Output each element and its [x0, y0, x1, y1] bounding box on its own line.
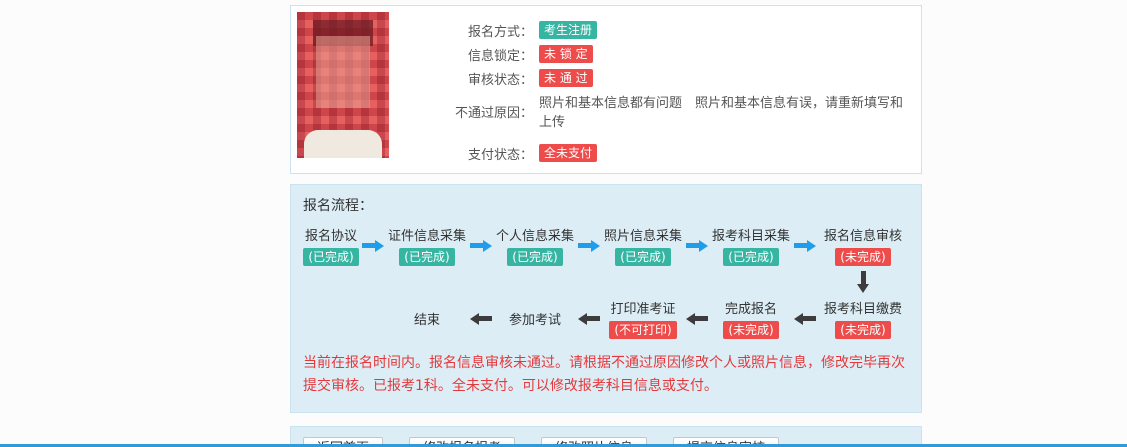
reject-reason-label: 不通过原因： — [454, 105, 533, 121]
payment-status-badge: 全未支付 — [539, 144, 598, 162]
info-lock-label: 信息锁定： — [467, 48, 533, 64]
registration-flow-panel: 报名流程： 报名协议 (已完成) 证件信息采集 (已完成) 个人信息采集 (已完… — [290, 184, 922, 414]
arrow-right-icon — [794, 239, 816, 252]
step-complete-registration: 完成报名 (未完成) — [723, 302, 779, 339]
registration-method-badge: 考生注册 — [539, 21, 598, 39]
applicant-info-panel: 报名方式： 考生注册 信息锁定： 未 锁 定 审核状态： 未 通 过 不通过原因… — [290, 5, 922, 174]
status-notice: 当前在报名时间内。报名信息审核未通过。请根据不通过原因修改个人或照片信息，修改完… — [303, 355, 905, 395]
step-status-badge: (已完成) — [399, 248, 455, 266]
info-lock-row: 信息锁定： 未 锁 定 — [423, 44, 915, 64]
step-subject-payment: 报考科目缴费 (未完成) — [823, 302, 902, 339]
flow-row-1: 报名协议 (已完成) 证件信息采集 (已完成) 个人信息采集 (已完成) 照片信… — [301, 225, 911, 266]
step-take-exam: 参加考试 — [508, 313, 561, 328]
info-lock-badge: 未 锁 定 — [539, 45, 593, 63]
step-info-review: 报名信息审核 (未完成) — [823, 229, 902, 266]
review-status-label: 审核状态： — [467, 72, 533, 88]
step-status-badge: (未完成) — [723, 321, 779, 339]
arrow-left-icon — [578, 312, 600, 325]
grid-spacer — [331, 318, 332, 319]
reject-reason-text: 照片和基本信息都有问题 照片和基本信息有误，请重新填写和上传 — [539, 96, 904, 130]
review-status-badge: 未 通 过 — [539, 69, 593, 87]
flow-row-connector — [301, 268, 911, 296]
step-status-badge: (未完成) — [835, 321, 891, 339]
arrow-right-icon — [578, 239, 600, 252]
reject-reason-row: 不通过原因： 照片和基本信息都有问题 照片和基本信息有误，请重新填写和上传 — [423, 92, 915, 130]
step-personal-info: 个人信息采集 (已完成) — [495, 229, 574, 266]
arrow-left-icon — [470, 312, 492, 325]
arrow-right-icon — [470, 239, 492, 252]
step-status-badge: (已完成) — [507, 248, 563, 266]
step-photo-info: 照片信息采集 (已完成) — [603, 229, 682, 266]
step-credential-info: 证件信息采集 (已完成) — [387, 229, 466, 266]
applicant-photo — [297, 12, 389, 158]
grid-spacer — [373, 318, 374, 319]
step-status-badge: (未完成) — [835, 248, 891, 266]
payment-status-label: 支付状态： — [467, 147, 533, 163]
step-subject-selection: 报考科目采集 (已完成) — [711, 229, 790, 266]
step-status-badge: (已完成) — [615, 248, 671, 266]
arrow-right-icon — [362, 239, 384, 252]
step-finish: 结束 — [413, 313, 440, 328]
photo-face-region — [316, 36, 370, 108]
arrow-right-icon — [686, 239, 708, 252]
photo-shirt-region — [304, 130, 382, 158]
bottom-border-line — [0, 444, 1127, 447]
step-agreement: 报名协议 (已完成) — [303, 229, 359, 266]
step-status-badge: (不可打印) — [609, 321, 677, 339]
arrow-left-icon — [794, 312, 816, 325]
flow-title: 报名流程： — [303, 198, 373, 214]
main-content: 报名方式： 考生注册 信息锁定： 未 锁 定 审核状态： 未 通 过 不通过原因… — [290, 0, 922, 447]
step-status-badge: (已完成) — [303, 248, 359, 266]
registration-method-row: 报名方式： 考生注册 — [423, 20, 915, 40]
payment-status-row: 支付状态： 全未支付 — [423, 143, 915, 163]
applicant-info-rows: 报名方式： 考生注册 信息锁定： 未 锁 定 审核状态： 未 通 过 不通过原因… — [389, 12, 915, 167]
step-status-badge: (已完成) — [723, 248, 779, 266]
arrow-down-icon — [857, 271, 869, 293]
review-status-row: 审核状态： 未 通 过 — [423, 68, 915, 88]
registration-method-label: 报名方式： — [467, 24, 533, 40]
step-print-admission-ticket: 打印准考证 (不可打印) — [609, 302, 677, 339]
arrow-left-icon — [686, 312, 708, 325]
flow-row-2: 结束 参加考试 打印准考证 (不可打印) 完成报名 (未完成) — [301, 298, 911, 339]
